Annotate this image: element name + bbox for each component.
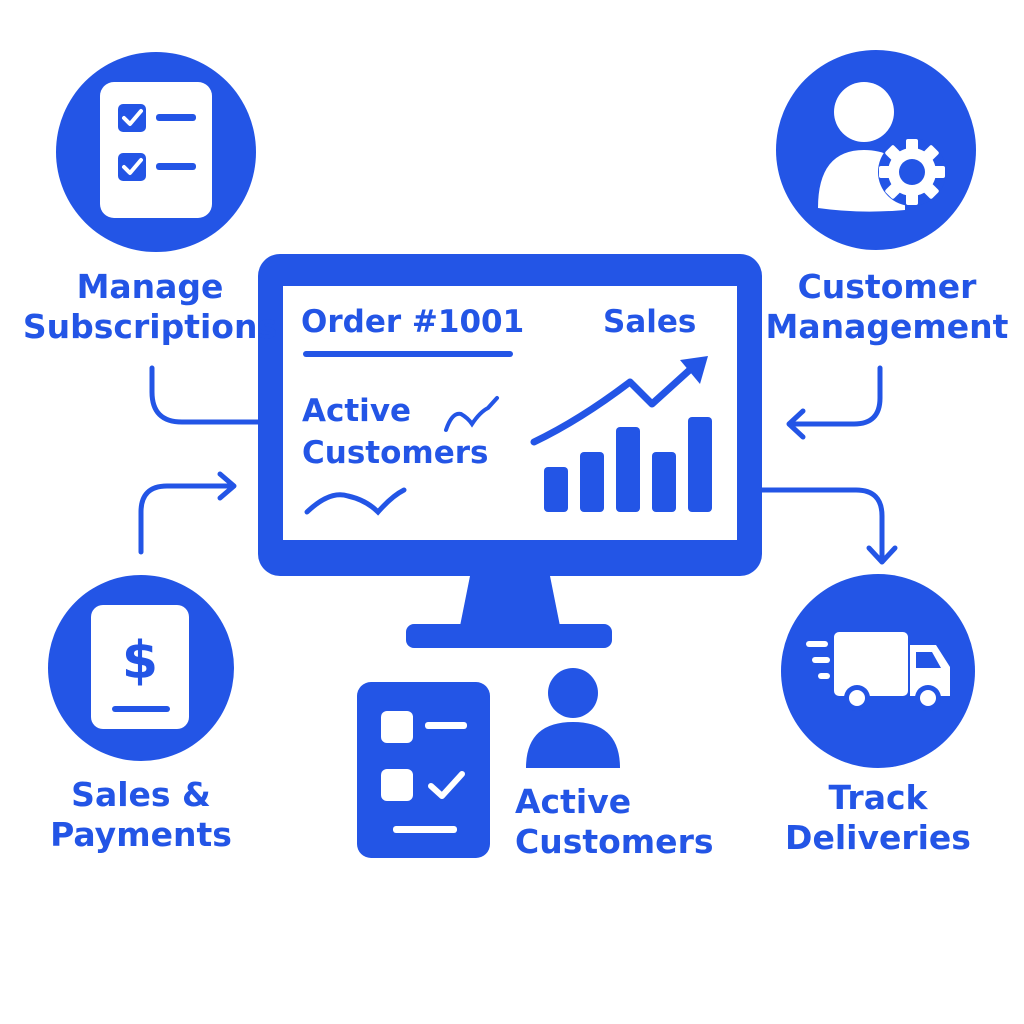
checklist-icon (56, 52, 256, 252)
task-list-icon (357, 682, 490, 858)
connector-track-deliveries (759, 487, 898, 565)
screen-active-customers: Active Customers (302, 393, 489, 471)
connector-subscriptions (149, 365, 265, 425)
order-number-label: Order #1001 (301, 304, 525, 340)
order-underline (303, 351, 513, 357)
sparkline-small (444, 396, 499, 432)
sales-label: Sales (603, 304, 697, 340)
sales-bar (580, 452, 604, 512)
label-customer-management: Customer Management (765, 267, 1009, 346)
svg-text:$: $ (122, 631, 158, 691)
label-bottom-active-customers: Active Customers (515, 782, 714, 861)
sales-bar (688, 417, 712, 512)
delivery-truck-icon (781, 574, 975, 768)
sales-bar (652, 452, 676, 512)
connector-sales-payments (138, 471, 237, 555)
sales-bar (616, 427, 640, 512)
dollar-document-icon: $ (48, 575, 234, 761)
user-icon (526, 668, 620, 768)
label-track-deliveries: Track Deliveries (785, 778, 971, 857)
sales-bars (544, 417, 712, 512)
trend-arrow-head (680, 356, 708, 384)
label-manage-subscriptions: Manage Subscriptions (22, 267, 278, 346)
sparkline-wave (304, 487, 407, 516)
sales-trend-line (530, 362, 698, 446)
sales-bar (544, 467, 568, 512)
user-gear-icon (776, 50, 976, 250)
connector-customer-management (786, 365, 883, 440)
label-sales-payments: Sales & Payments (50, 775, 232, 854)
